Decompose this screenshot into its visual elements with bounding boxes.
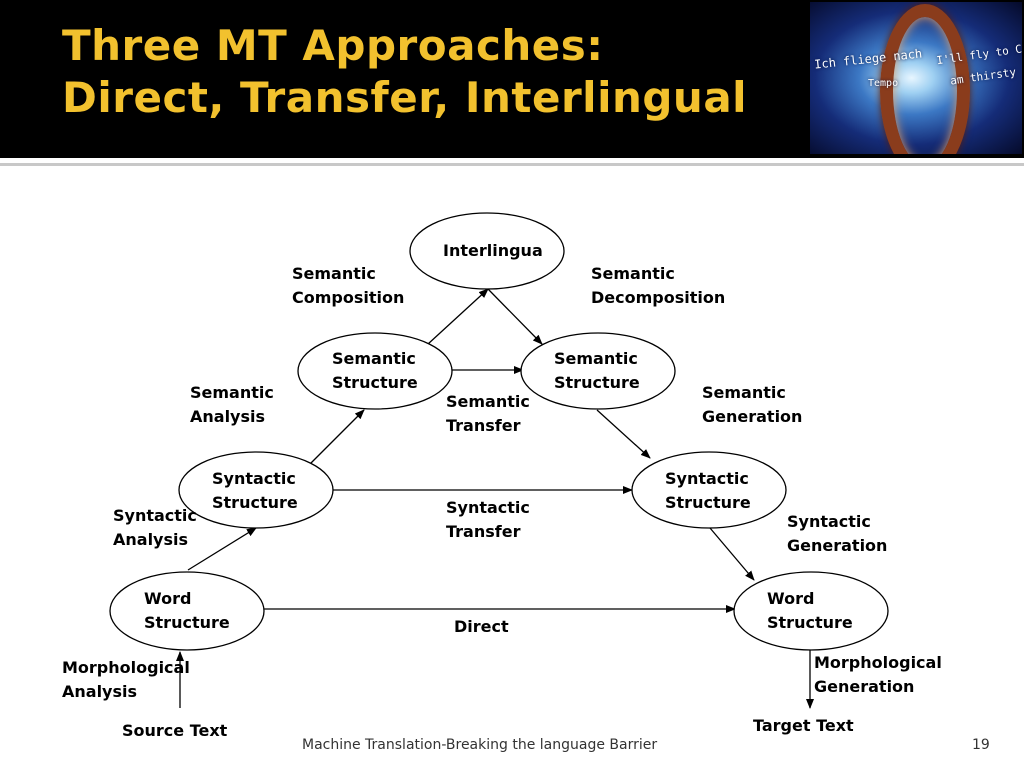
node-syntactic-structure-target-line-2: Structure bbox=[665, 493, 751, 512]
node-interlingua-label: Interlingua bbox=[443, 239, 543, 263]
page-number: 19 bbox=[972, 737, 990, 753]
node-semantic-structure-target-line-2: Structure bbox=[554, 373, 640, 392]
node-syntactic-structure-target-label: Syntactic Structure bbox=[665, 467, 751, 515]
label-semantic-decomposition-line-2: Decomposition bbox=[591, 288, 726, 307]
label-morphological-analysis-line-1: Morphological bbox=[62, 658, 190, 677]
node-word-structure-target-label: Word Structure bbox=[767, 587, 853, 635]
node-word-structure-target bbox=[733, 571, 889, 651]
title-bar: Three MT Approaches: Direct, Transfer, I… bbox=[0, 0, 1024, 158]
slide-title-line-1: Three MT Approaches: bbox=[62, 21, 604, 70]
label-syntactic-generation: Syntactic Generation bbox=[787, 510, 887, 558]
label-semantic-transfer: Semantic Transfer bbox=[446, 390, 530, 438]
node-syntactic-structure-source-line-2: Structure bbox=[212, 493, 298, 512]
node-syntactic-structure-target bbox=[631, 451, 787, 529]
label-syntactic-transfer: Syntactic Transfer bbox=[446, 496, 530, 544]
label-semantic-composition: Semantic Composition bbox=[292, 262, 404, 310]
label-semantic-composition-line-1: Semantic bbox=[292, 264, 376, 283]
node-interlingua bbox=[409, 212, 565, 290]
node-semantic-structure-source-line-1: Semantic bbox=[332, 349, 416, 368]
label-target-text-text: Target Text bbox=[753, 716, 854, 735]
label-morphological-analysis-line-2: Analysis bbox=[62, 682, 138, 701]
edge-semantic-analysis bbox=[309, 409, 365, 465]
slide-title-line-2: Direct, Transfer, Interlingual bbox=[62, 73, 748, 122]
label-semantic-composition-line-2: Composition bbox=[292, 288, 405, 307]
label-semantic-decomposition: Semantic Decomposition bbox=[591, 262, 725, 310]
label-semantic-generation-line-1: Semantic bbox=[702, 383, 786, 402]
edge-syntactic-generation bbox=[709, 527, 755, 581]
label-syntactic-generation-line-2: Generation bbox=[787, 536, 888, 555]
label-semantic-generation-line-2: Generation bbox=[702, 407, 803, 426]
edge-semantic-composition bbox=[427, 288, 489, 345]
edge-syntactic-analysis bbox=[187, 527, 257, 571]
node-word-structure-target-line-1: Word bbox=[767, 589, 815, 608]
label-syntactic-analysis-line-1: Syntactic bbox=[113, 506, 197, 525]
node-word-structure-source-line-2: Structure bbox=[144, 613, 230, 632]
node-semantic-structure-source bbox=[297, 332, 453, 410]
node-word-structure-source bbox=[109, 571, 265, 651]
label-source-text: Source Text bbox=[122, 719, 227, 743]
edge-semantic-generation bbox=[596, 409, 651, 459]
photo-caption-left-2: Tempo bbox=[868, 78, 899, 89]
header-divider bbox=[0, 163, 1024, 166]
label-semantic-analysis-line-2: Analysis bbox=[190, 407, 266, 426]
label-morphological-analysis: Morphological Analysis bbox=[62, 656, 190, 704]
node-semantic-structure-target-line-1: Semantic bbox=[554, 349, 638, 368]
label-direct: Direct bbox=[454, 615, 509, 639]
label-target-text: Target Text bbox=[753, 714, 854, 738]
label-syntactic-generation-line-1: Syntactic bbox=[787, 512, 871, 531]
slide-footer: Machine Translation-Breaking the languag… bbox=[302, 737, 658, 753]
label-semantic-analysis-line-1: Semantic bbox=[190, 383, 274, 402]
translation-ring-photo: Ich fliege nach Tempo I'll fly to Canada… bbox=[810, 2, 1022, 154]
edge-semantic-decomposition bbox=[487, 288, 543, 345]
label-morphological-generation-line-1: Morphological bbox=[814, 653, 942, 672]
label-semantic-transfer-line-1: Semantic bbox=[446, 392, 530, 411]
node-syntactic-structure-source-line-1: Syntactic bbox=[212, 469, 296, 488]
label-syntactic-analysis-line-2: Analysis bbox=[113, 530, 189, 549]
node-semantic-structure-target-label: Semantic Structure bbox=[554, 347, 640, 395]
label-direct-text: Direct bbox=[454, 617, 509, 636]
slide-title: Three MT Approaches: Direct, Transfer, I… bbox=[62, 20, 747, 124]
node-interlingua-text: Interlingua bbox=[443, 241, 543, 260]
label-morphological-generation: Morphological Generation bbox=[814, 651, 942, 699]
label-semantic-decomposition-line-1: Semantic bbox=[591, 264, 675, 283]
node-word-structure-source-line-1: Word bbox=[144, 589, 192, 608]
node-semantic-structure-source-label: Semantic Structure bbox=[332, 347, 418, 395]
label-morphological-generation-line-2: Generation bbox=[814, 677, 915, 696]
label-syntactic-transfer-line-2: Transfer bbox=[446, 522, 521, 541]
node-word-structure-target-line-2: Structure bbox=[767, 613, 853, 632]
node-syntactic-structure-source bbox=[178, 451, 334, 529]
node-syntactic-structure-target-line-1: Syntactic bbox=[665, 469, 749, 488]
label-semantic-transfer-line-2: Transfer bbox=[446, 416, 521, 435]
node-word-structure-source-label: Word Structure bbox=[144, 587, 230, 635]
label-semantic-generation: Semantic Generation bbox=[702, 381, 802, 429]
node-semantic-structure-source-line-2: Structure bbox=[332, 373, 418, 392]
node-syntactic-structure-source-label: Syntactic Structure bbox=[212, 467, 298, 515]
node-semantic-structure-target bbox=[520, 332, 676, 410]
label-syntactic-analysis: Syntactic Analysis bbox=[113, 504, 197, 552]
label-semantic-analysis: Semantic Analysis bbox=[190, 381, 274, 429]
label-source-text-text: Source Text bbox=[122, 721, 228, 740]
label-syntactic-transfer-line-1: Syntactic bbox=[446, 498, 530, 517]
